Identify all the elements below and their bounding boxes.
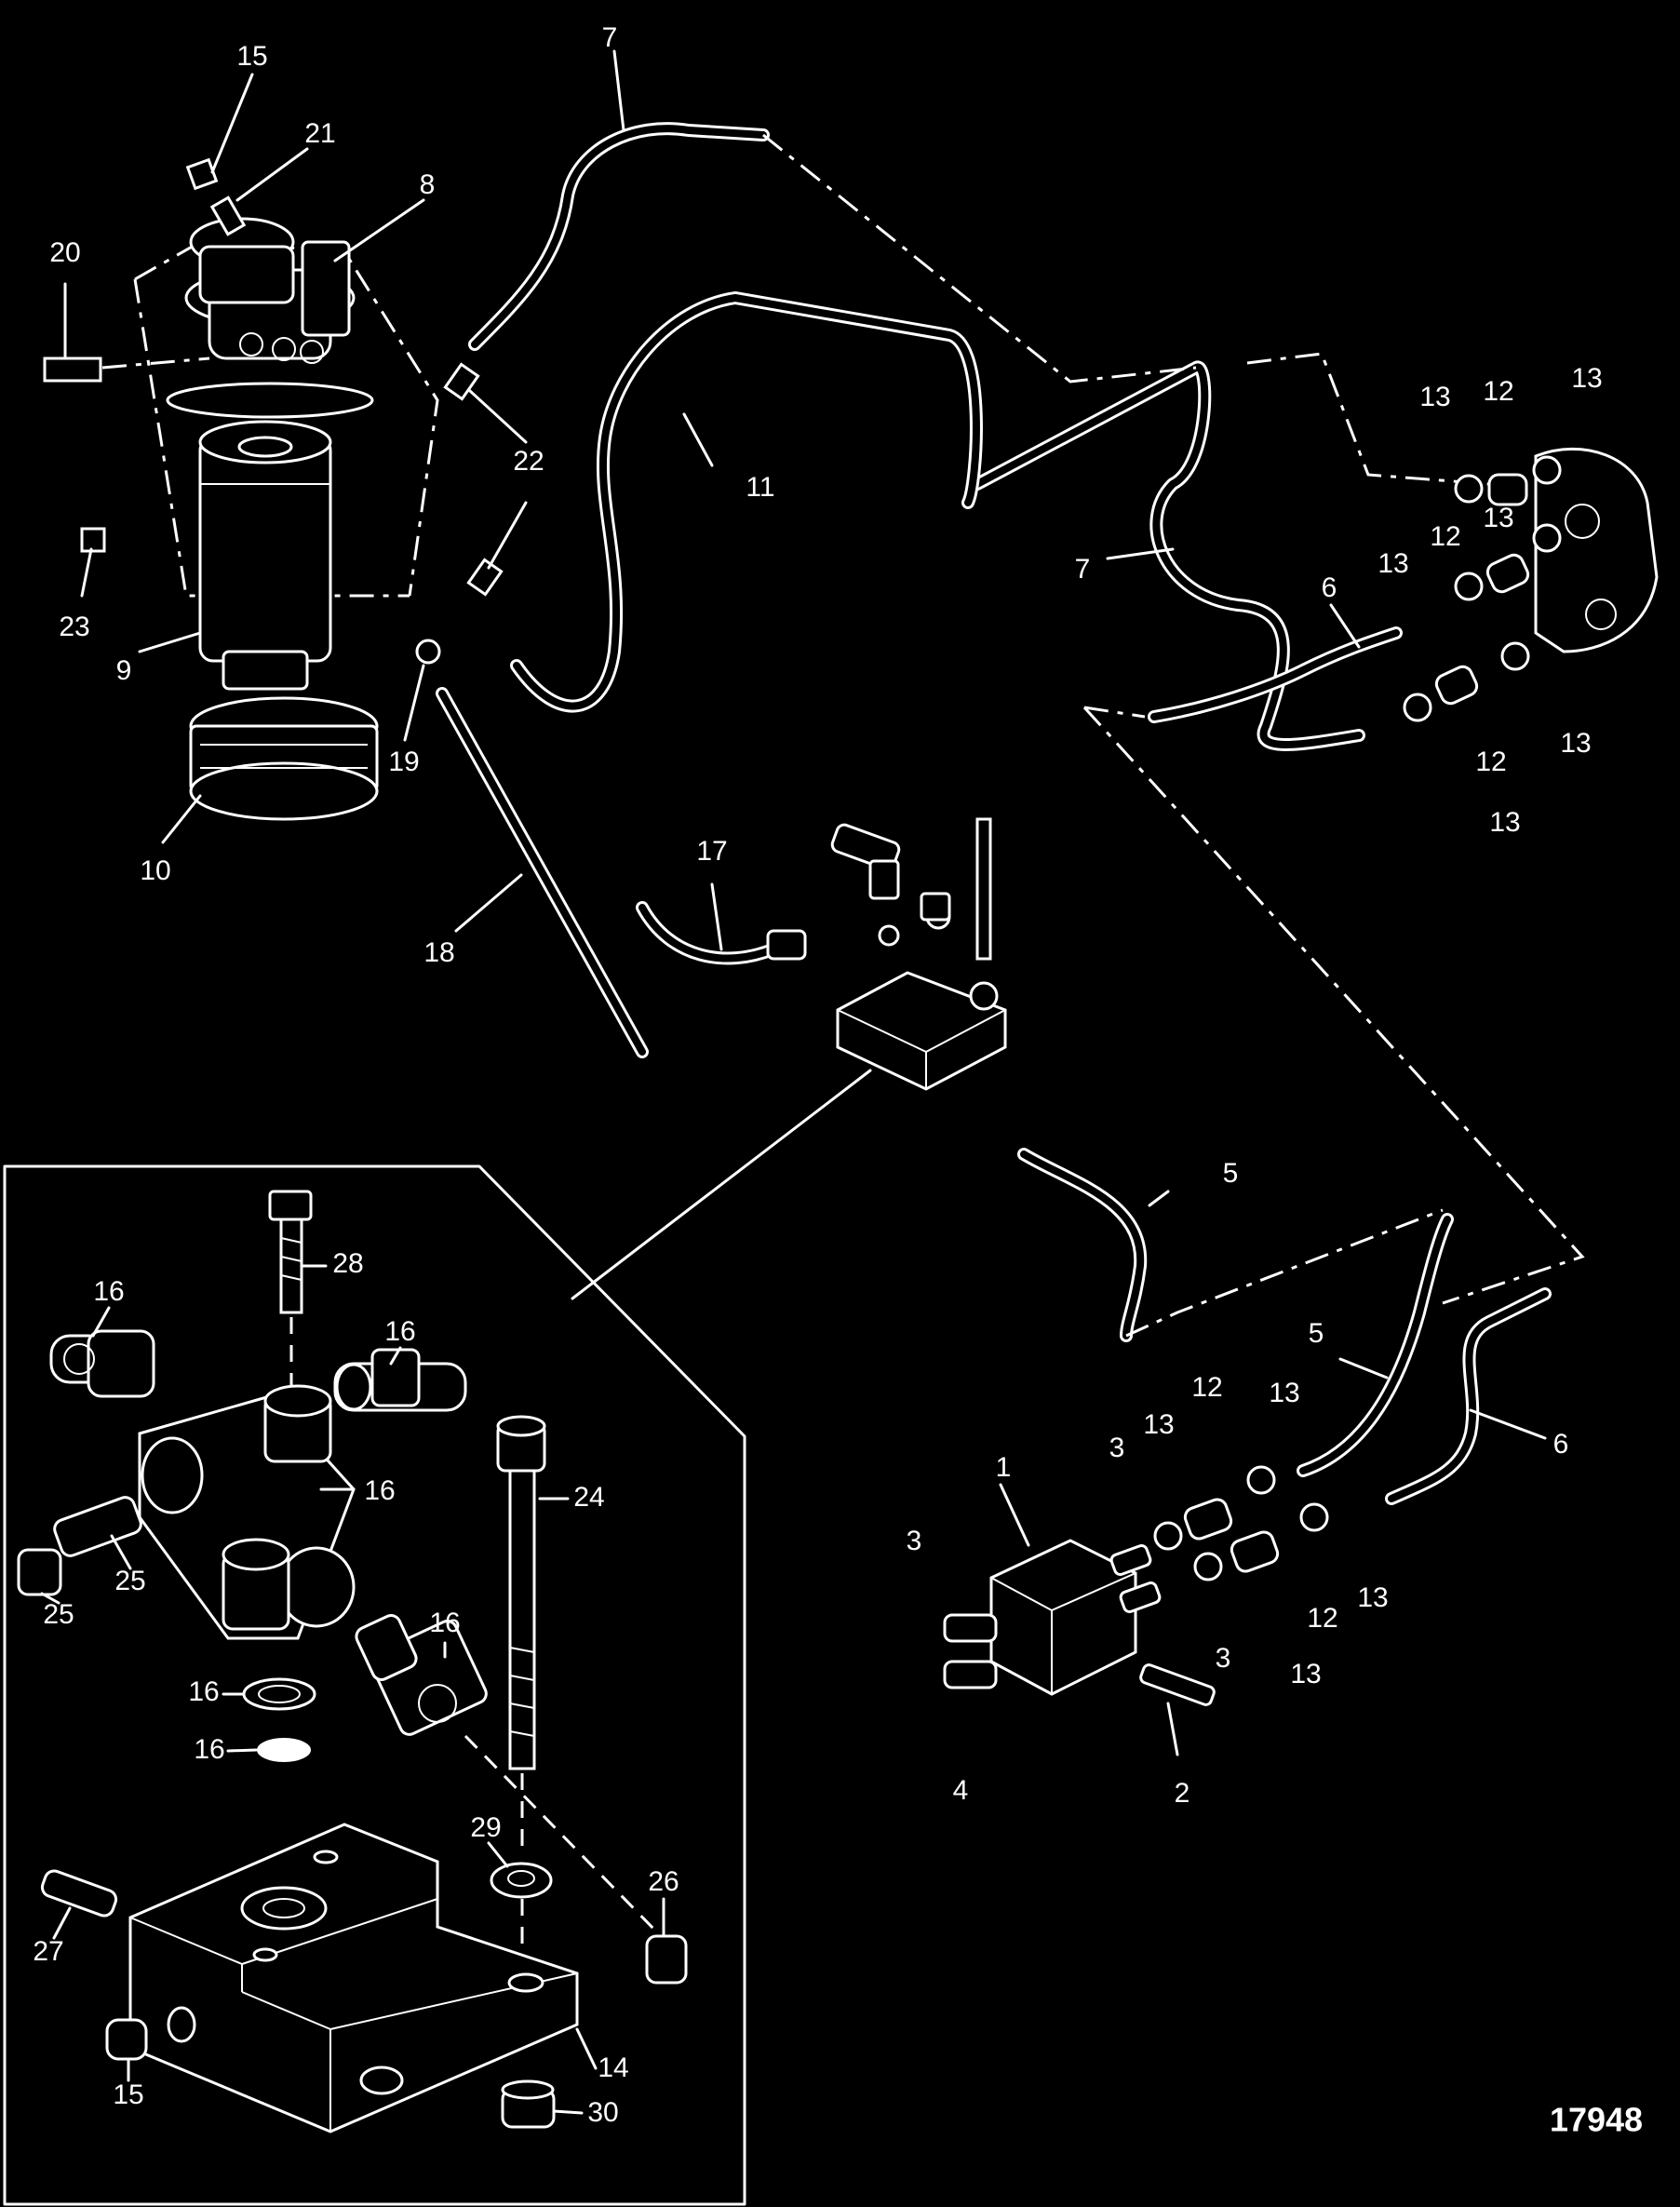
callout-13j: 13	[1290, 1659, 1321, 1689]
bolt-2-icon	[1139, 1663, 1216, 1706]
drain-tube-18	[436, 687, 649, 1058]
callout-13f: 13	[1489, 807, 1520, 838]
callout-23: 23	[59, 612, 89, 642]
fitting-22a-icon	[443, 362, 480, 401]
inset-nut-16	[355, 1614, 488, 1736]
leader-lines	[63, 49, 1547, 1756]
callout-13g: 13	[1269, 1378, 1299, 1408]
callout-26: 26	[648, 1866, 679, 1897]
fuel-line-5	[1017, 1148, 1454, 1477]
callout-17: 17	[696, 836, 727, 867]
inset-detail-panel	[3, 1164, 746, 2206]
fuel-line-7	[468, 122, 1365, 751]
callout-12e: 12	[1307, 1603, 1337, 1634]
callout-30: 30	[587, 2097, 618, 2128]
callout-6: 6	[1322, 572, 1337, 603]
inset-elbow-16a	[49, 1329, 155, 1398]
inset-fitting-27	[40, 1869, 118, 1918]
fuel-line-6-upper	[1148, 626, 1403, 723]
inset-washer-29	[490, 1862, 553, 1899]
fitting-21-icon	[209, 195, 247, 236]
fuel-filter-assembly	[43, 157, 504, 821]
callout-19: 19	[388, 747, 419, 777]
callout-6b: 6	[1553, 1429, 1569, 1460]
callout-13c: 13	[1483, 503, 1513, 533]
inset-block-14	[128, 1823, 579, 2133]
inset-washer-16	[242, 1677, 316, 1764]
inset-bolt-24	[496, 1415, 546, 1770]
callout-12c: 12	[1475, 747, 1506, 777]
hose-clamp-group-lower	[1153, 1465, 1329, 1581]
fuel-block-1	[943, 1539, 1162, 1696]
callout-7b: 7	[1075, 554, 1091, 585]
callout-15: 15	[236, 41, 267, 72]
callout-24: 24	[573, 1482, 604, 1513]
callout-16d: 16	[429, 1608, 460, 1638]
callout-13d: 13	[1378, 548, 1408, 579]
callout-12a: 12	[1483, 376, 1513, 407]
callout-3c: 3	[1216, 1643, 1231, 1674]
callout-1: 1	[996, 1452, 1012, 1483]
callout-7: 7	[602, 22, 618, 53]
callout-22: 22	[513, 446, 544, 477]
callout-13h: 13	[1143, 1409, 1174, 1440]
fitting-22b-icon	[466, 558, 504, 597]
clamp-19-icon	[415, 639, 441, 665]
inset-plug-26	[645, 1934, 688, 1985]
callout-5a: 5	[1223, 1158, 1239, 1189]
callout-21: 21	[304, 118, 335, 149]
callout-12d: 12	[1191, 1372, 1222, 1403]
hose-clamp-group-upper	[1403, 455, 1562, 722]
fitting-15-icon	[185, 157, 219, 191]
callout-11: 11	[746, 472, 774, 503]
inset-sleeve-30	[501, 2079, 556, 2129]
inset-elbow-16b	[333, 1348, 467, 1412]
callout-8: 8	[420, 169, 436, 200]
fuel-line-11	[510, 291, 983, 713]
callout-20: 20	[49, 237, 80, 268]
figure-number: 17948	[1550, 2101, 1643, 2139]
callout-3a: 3	[1109, 1433, 1125, 1463]
fuel-line-6-lower	[1385, 1287, 1552, 1505]
callout-28: 28	[332, 1248, 363, 1279]
callout-16a: 16	[93, 1276, 124, 1307]
callout-27: 27	[33, 1936, 63, 1967]
callout-3b: 3	[907, 1526, 922, 1556]
callout-5b: 5	[1309, 1318, 1324, 1349]
inset-fitting-25	[17, 1496, 142, 1596]
callout-15b: 15	[113, 2079, 143, 2110]
inset-tee-body	[138, 1384, 356, 1640]
callout-14: 14	[598, 2052, 628, 2083]
callout-16e: 16	[188, 1676, 219, 1707]
callout-13a: 13	[1419, 382, 1450, 412]
inset-plug-15	[105, 2018, 148, 2061]
inset-bolt-28	[268, 1190, 313, 1314]
callout-25a: 25	[114, 1566, 145, 1596]
callout-13b: 13	[1571, 363, 1602, 394]
callout-29: 29	[470, 1812, 501, 1843]
callout-16c: 16	[364, 1475, 395, 1506]
callout-13e: 13	[1560, 728, 1591, 759]
callout-13i: 13	[1357, 1582, 1388, 1613]
callout-18: 18	[423, 937, 454, 968]
callout-16f: 16	[194, 1734, 224, 1765]
fitting-20-icon	[43, 357, 102, 383]
callout-16b: 16	[384, 1316, 415, 1347]
fitting-23-icon	[80, 527, 106, 553]
valve-block-small	[636, 817, 1007, 1091]
callout-9: 9	[116, 655, 132, 686]
callout-labels: 15 21 7 8 20 22 11 23 9 19 10 18 17 7 6 …	[33, 22, 1602, 2128]
pump-housing	[1534, 447, 1659, 653]
callout-12b: 12	[1430, 521, 1460, 552]
callout-2: 2	[1175, 1778, 1190, 1809]
callout-4: 4	[953, 1775, 969, 1806]
inset-leaders	[40, 1306, 665, 2115]
callout-10: 10	[140, 855, 170, 886]
